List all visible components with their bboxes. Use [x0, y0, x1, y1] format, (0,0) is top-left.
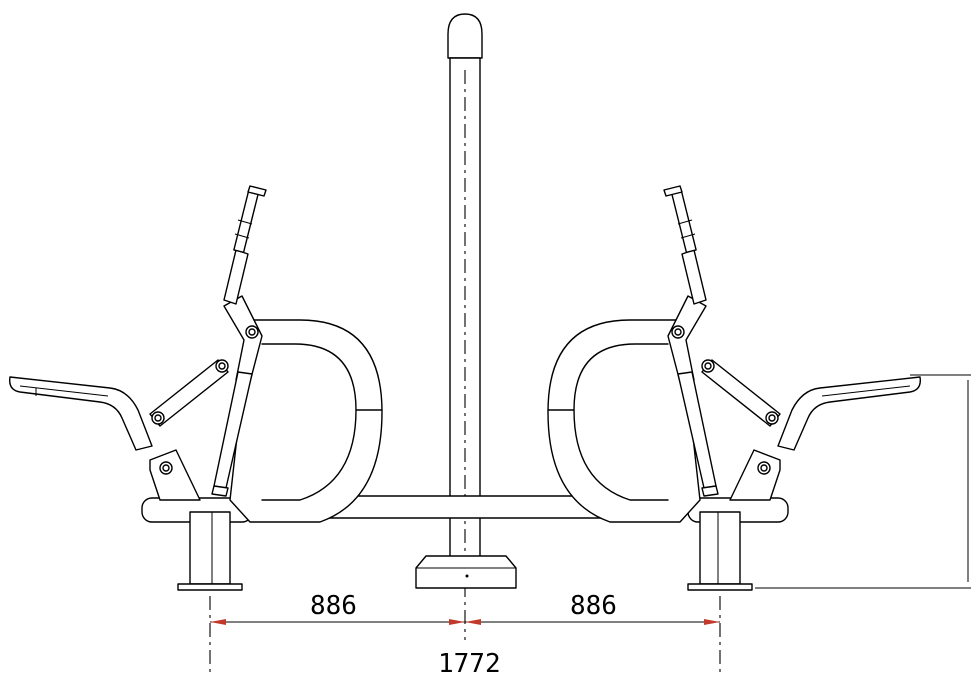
left-station	[9, 185, 383, 591]
dim-right-label: 886	[570, 591, 617, 621]
dim-left-label: 886	[310, 591, 357, 621]
right-station	[547, 185, 921, 591]
width-dimension: 886 886 1772	[210, 591, 720, 677]
arrow-right-end	[704, 619, 720, 625]
height-dimension: 735	[755, 374, 971, 589]
dim-height-label: 735	[968, 428, 971, 475]
dim-total-label: 1772	[438, 649, 501, 677]
arrow-right-start	[465, 619, 481, 625]
arrow-left-start	[210, 619, 226, 625]
central-post	[415, 13, 517, 640]
arrow-left-end	[449, 619, 465, 625]
